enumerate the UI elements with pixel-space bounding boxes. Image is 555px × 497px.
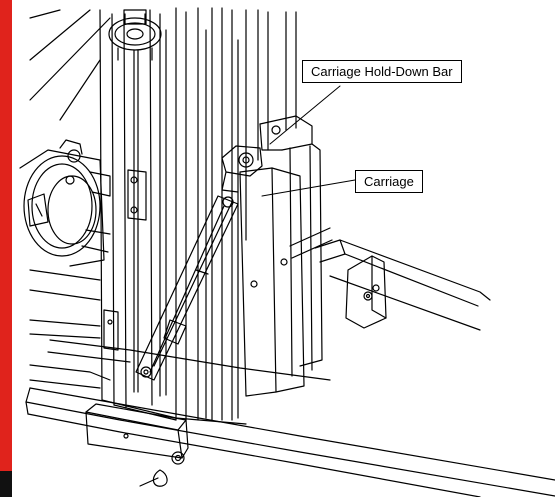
hold-down-bar-callout: Carriage Hold-Down Bar [302, 60, 462, 83]
page-edge-corner [0, 471, 12, 497]
lift-cable [104, 50, 146, 392]
top-pulley [109, 10, 161, 60]
carriage-hold-down-bar [222, 146, 262, 192]
base-frame [26, 240, 555, 497]
carriage-callout: Carriage [355, 170, 423, 193]
rail-bracket-right [346, 256, 386, 328]
page-edge-tab [0, 0, 12, 497]
carriage-leader [262, 180, 355, 196]
winch-assembly [20, 140, 110, 266]
frame-diagonals [30, 10, 110, 338]
callout-leaders [262, 86, 355, 196]
carriage [240, 116, 332, 396]
mast-column [100, 8, 296, 424]
diagonal-strut [136, 196, 238, 380]
front-bracket [86, 404, 188, 486]
hold-down-bar-leader [270, 86, 340, 144]
